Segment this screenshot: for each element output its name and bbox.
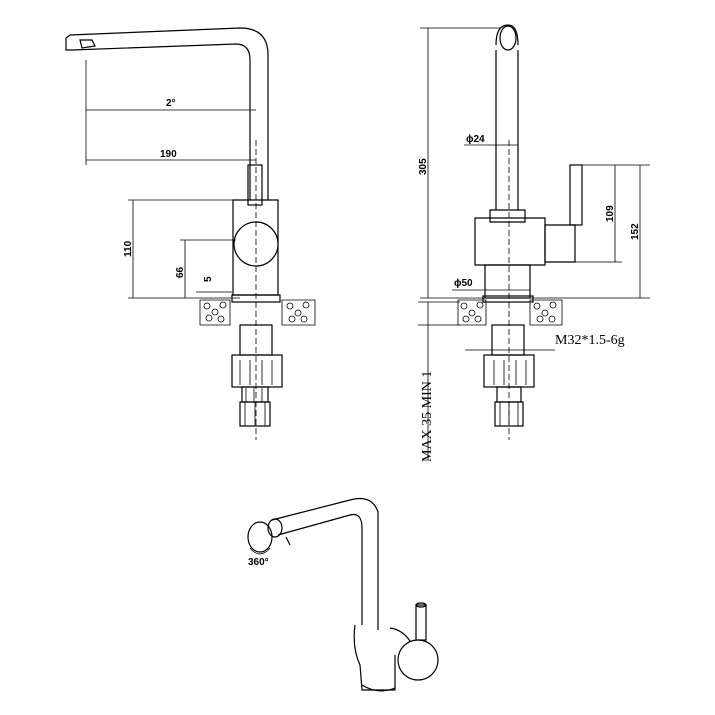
handle-height-label: 66 (175, 266, 186, 278)
base-dia-label: ϕ50 (454, 278, 473, 289)
angle-label: 2° (166, 98, 176, 109)
front-view-dimensions: 305 ϕ24 109 152 ϕ50 M32*1.5-6g MAX 35 MI… (418, 27, 650, 462)
side-view (65, 27, 316, 440)
reach-label: 190 (160, 149, 177, 160)
spout-dia-label: ϕ24 (466, 134, 485, 145)
perspective-view: 360° (247, 497, 439, 692)
base-thickness-label: 5 (203, 276, 214, 282)
counter-thickness-label: MAX 35 MIN 1 (420, 371, 435, 462)
lever-top-label: 152 (630, 223, 641, 240)
thread-label: M32*1.5-6g (555, 333, 625, 348)
rotation-label: 360° (248, 557, 269, 568)
lever-height-label: 109 (605, 205, 616, 222)
total-height-label: 305 (418, 158, 429, 175)
front-view (457, 24, 583, 440)
side-view-dimensions: 2° 190 110 66 5 (85, 60, 256, 299)
body-height-label: 110 (123, 240, 134, 257)
